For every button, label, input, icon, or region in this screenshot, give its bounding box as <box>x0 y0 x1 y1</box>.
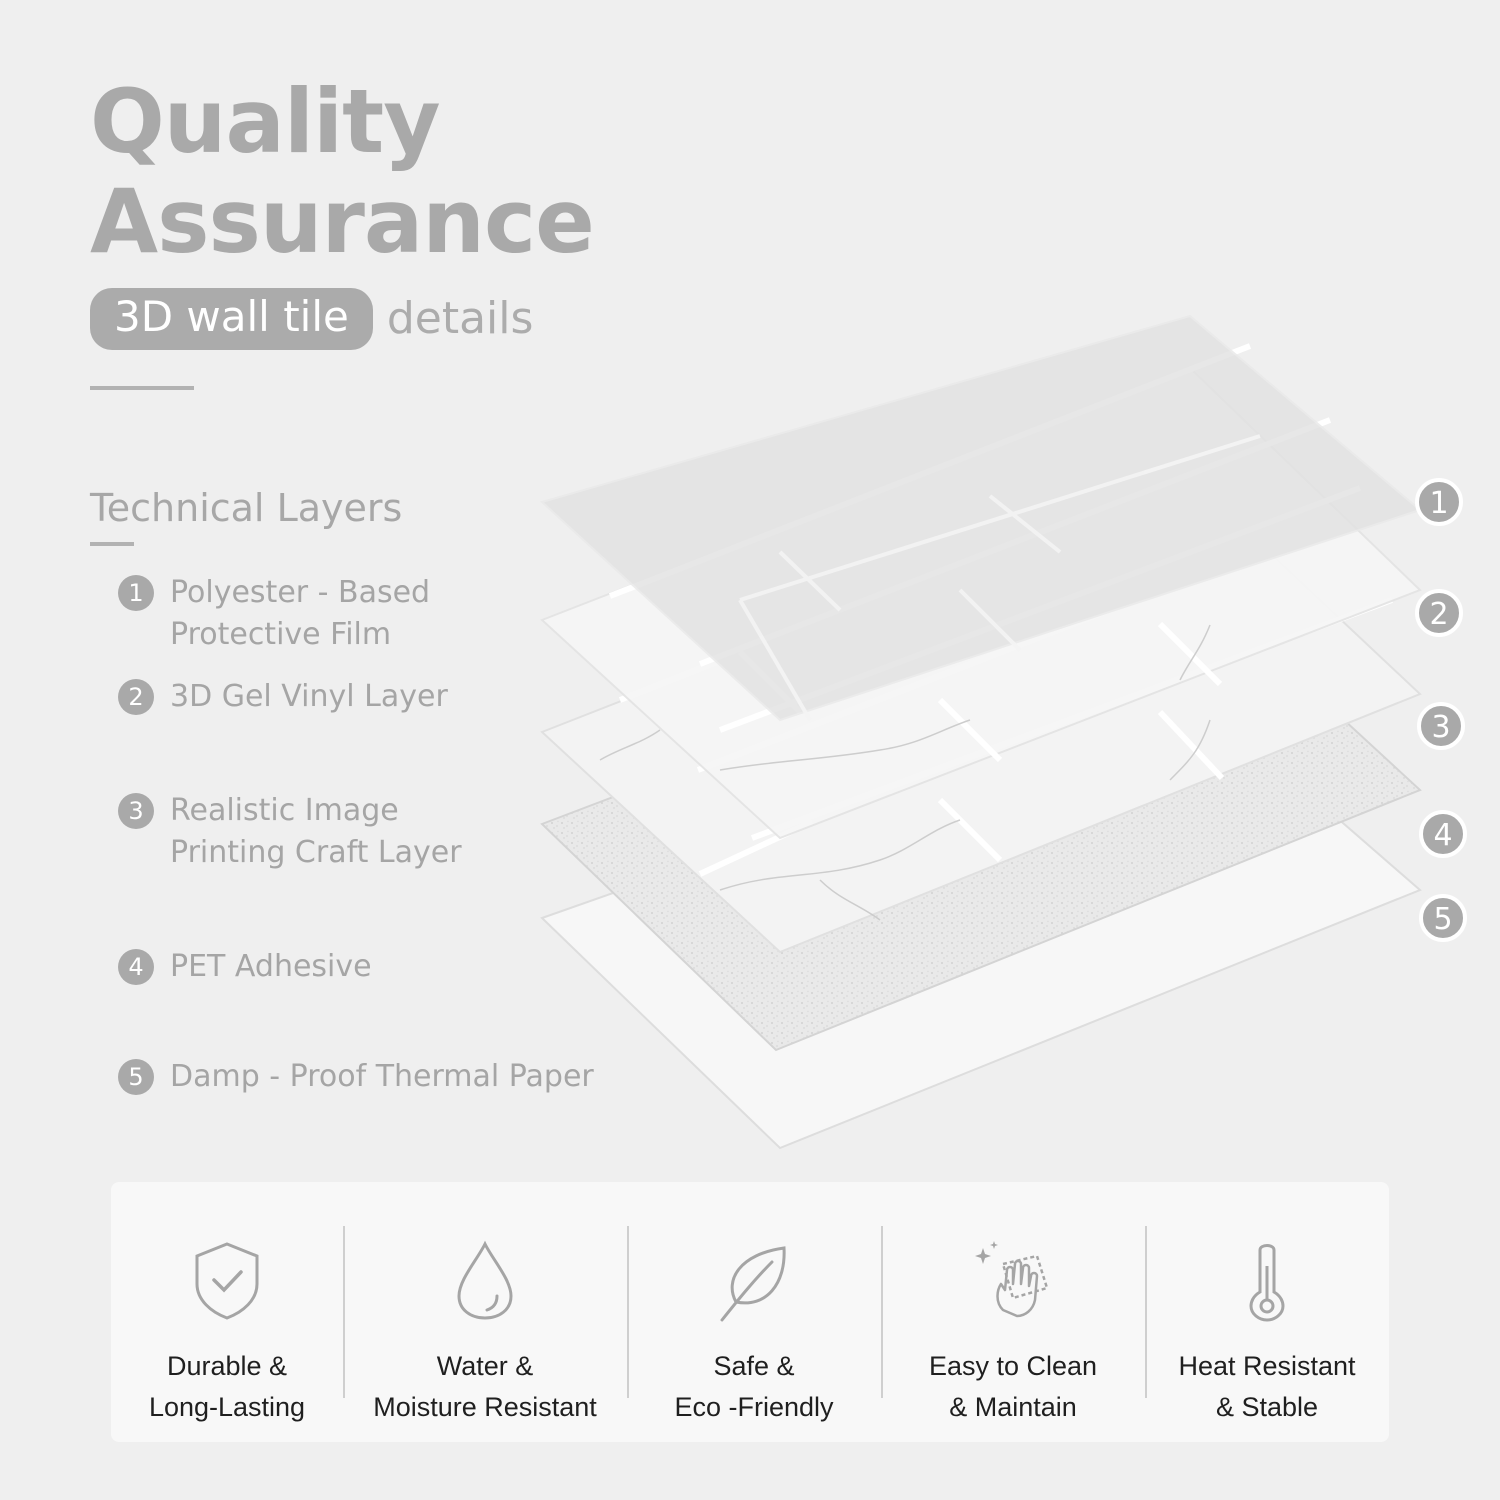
layer-number-badge: 2 <box>118 679 154 715</box>
badge-number: 2 <box>1429 597 1448 632</box>
feature-label: Heat Resistant & Stable <box>1178 1351 1356 1422</box>
feature-water-resistant: Water & Moisture Resistant <box>343 1182 627 1442</box>
layer-item-5: 5 Damp - Proof Thermal Paper <box>118 1056 594 1098</box>
layer-item-2: 2 3D Gel Vinyl Layer <box>118 676 448 718</box>
layer-number-badge: 4 <box>118 949 154 985</box>
feature-label: Water & Moisture Resistant <box>373 1351 597 1422</box>
title-line-2: Assurance <box>90 170 595 273</box>
header-divider <box>90 386 194 390</box>
product-pill: 3D wall tile <box>90 288 373 350</box>
water-drop-icon <box>457 1240 513 1320</box>
layer-label: Polyester - Based Protective Film <box>170 575 431 652</box>
layer-1-protective-film <box>540 314 1423 722</box>
layer-badge-5: 5 <box>1419 894 1467 942</box>
feature-eco-friendly: Safe & Eco -Friendly <box>627 1182 881 1442</box>
feature-divider <box>343 1226 345 1398</box>
technical-layers-heading: Technical Layers <box>90 486 403 530</box>
layer-label: PET Adhesive <box>170 949 372 984</box>
layer-label: Damp - Proof Thermal Paper <box>170 1059 594 1094</box>
layer-label: Realistic Image Printing Craft Layer <box>170 793 462 870</box>
feature-heat-resistant: Heat Resistant & Stable <box>1145 1182 1389 1442</box>
layer-number-badge: 3 <box>118 793 154 829</box>
feature-durable: Durable & Long-Lasting <box>111 1182 343 1442</box>
cleaning-hand-icon <box>975 1241 1049 1318</box>
shield-check-icon <box>195 1242 259 1320</box>
layer-item-4: 4 PET Adhesive <box>118 946 372 988</box>
badge-number: 1 <box>1429 486 1448 521</box>
layer-item-1: 1 Polyester - Based Protective Film <box>118 572 430 656</box>
leaf-icon <box>720 1246 786 1322</box>
layer-badge-3: 3 <box>1417 702 1465 750</box>
layer-badge-4: 4 <box>1419 810 1467 858</box>
exploded-layer-diagram: 1 2 3 4 5 <box>540 314 1467 1150</box>
feature-divider <box>1145 1226 1147 1398</box>
layer-badge-1: 1 <box>1415 478 1463 526</box>
feature-label: Easy to Clean & Maintain <box>928 1351 1098 1422</box>
subtitle-suffix: details <box>386 293 534 344</box>
layer-number-badge: 5 <box>118 1059 154 1095</box>
badge-number: 3 <box>1431 710 1450 745</box>
thermometer-icon <box>1249 1244 1285 1322</box>
title-line-1: Quality <box>90 70 441 173</box>
feature-easy-clean: Easy to Clean & Maintain <box>881 1182 1145 1442</box>
feature-divider <box>881 1226 883 1398</box>
badge-number: 4 <box>1433 818 1452 853</box>
section-divider <box>90 542 134 546</box>
layer-badge-2: 2 <box>1415 589 1463 637</box>
features-panel: Durable & Long-Lasting Water & Moisture … <box>111 1182 1389 1442</box>
layer-number-badge: 1 <box>118 575 154 611</box>
feature-label: Durable & Long-Lasting <box>148 1351 306 1422</box>
badge-number: 5 <box>1433 902 1452 937</box>
subtitle: 3D wall tile details <box>90 288 533 350</box>
page-title: Quality Assurance <box>90 70 595 273</box>
layer-label: 3D Gel Vinyl Layer <box>170 679 448 714</box>
feature-divider <box>627 1226 629 1398</box>
layer-item-3: 3 Realistic Image Printing Craft Layer <box>118 790 462 874</box>
feature-label: Safe & Eco -Friendly <box>674 1351 834 1422</box>
